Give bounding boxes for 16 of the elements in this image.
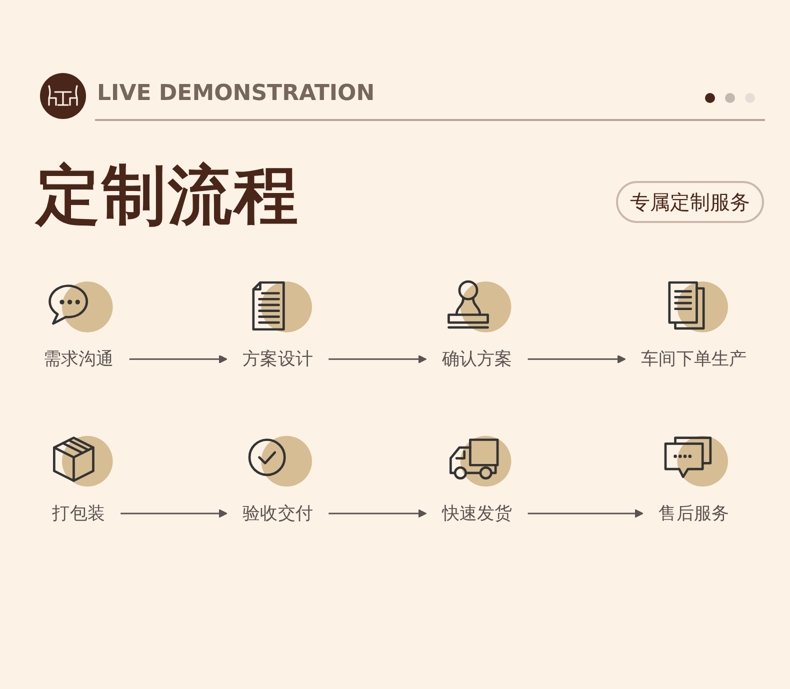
arrow bbox=[328, 354, 427, 364]
arrow bbox=[129, 354, 228, 364]
node-text: 方案设计 bbox=[242, 348, 313, 370]
node-text: 车间下单生产 bbox=[641, 348, 747, 370]
node-text: 需求沟通 bbox=[43, 348, 114, 370]
arrow bbox=[528, 509, 644, 518]
section-heading: LIVE DEMONSTRATION bbox=[97, 81, 375, 106]
node-text: 售后服务 bbox=[658, 503, 729, 524]
node-text: 验收交付 bbox=[242, 503, 313, 524]
page-title: 定制流程 bbox=[36, 158, 300, 235]
node-text: 确认方案 bbox=[442, 348, 512, 370]
arrow bbox=[328, 509, 427, 518]
arrow bbox=[120, 509, 228, 518]
arrow bbox=[528, 354, 626, 364]
service-badge: 专属定制服务 bbox=[616, 181, 764, 223]
node-text: 打包装 bbox=[52, 503, 105, 524]
